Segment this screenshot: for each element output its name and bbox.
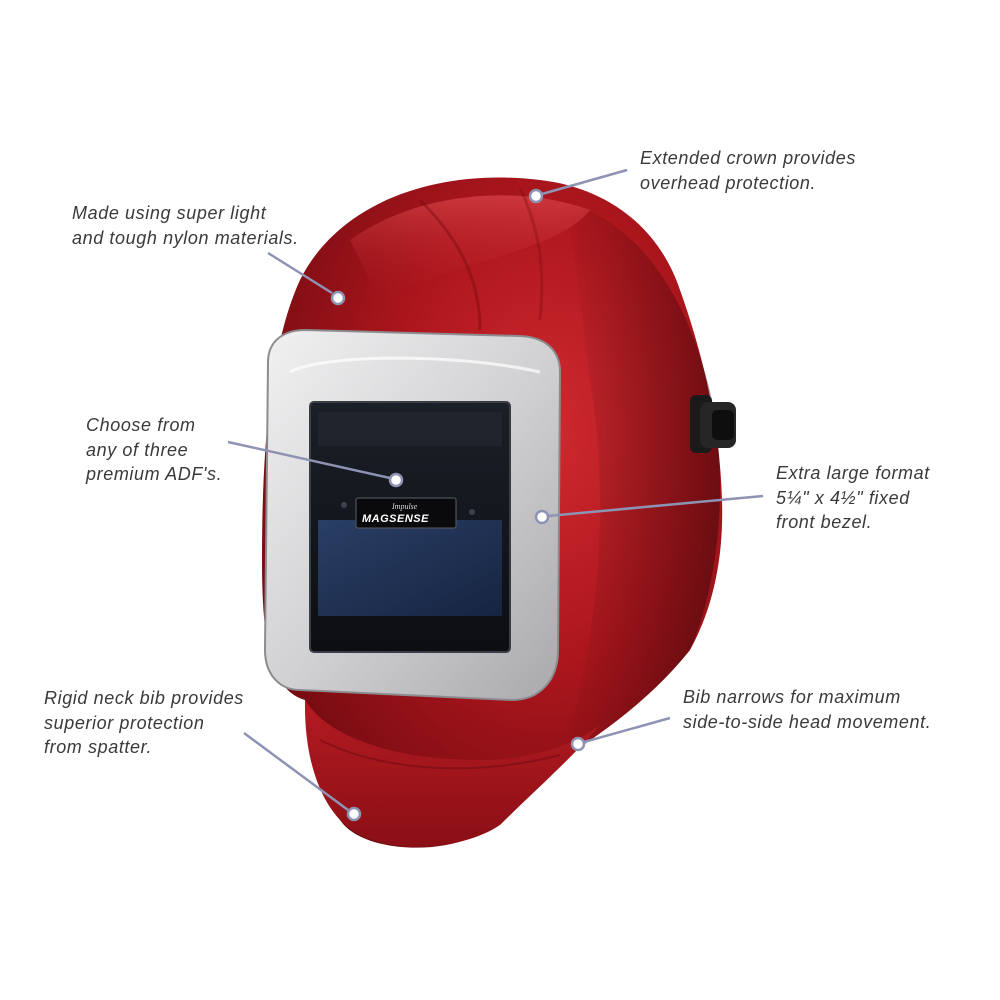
adf-sensor-left: [341, 502, 347, 508]
leader-line-crown: [541, 168, 628, 196]
logo-brand-small: Impulse: [391, 502, 418, 511]
callout-line: Bib narrows for maximum: [683, 687, 901, 707]
crown-highlight: [350, 195, 590, 300]
leader-line-material: [267, 251, 333, 295]
callout-adf-choice: Choose from any of three premium ADF's.: [86, 413, 222, 487]
callout-front-bezel: Extra large format 5¼" x 4½" fixed front…: [776, 461, 930, 535]
adf-viewing-area: [318, 520, 502, 616]
callout-line: front bezel.: [776, 512, 873, 532]
callout-line: from spatter.: [44, 737, 153, 757]
leader-line-bezel: [547, 494, 764, 518]
helmet-side-shading: [560, 200, 721, 760]
headgear-knob: [690, 395, 736, 453]
callout-bib-narrows: Bib narrows for maximum side-to-side hea…: [683, 685, 931, 734]
callout-neck-bib: Rigid neck bib provides superior protect…: [44, 686, 244, 760]
callout-line: overhead protection.: [640, 172, 817, 193]
callout-line: any of three: [86, 439, 189, 460]
leader-markers: [330, 188, 586, 822]
callout-line: Extended crown provides: [640, 148, 856, 168]
marker-adf: [388, 472, 404, 488]
callout-line: Rigid neck bib provides: [44, 688, 244, 708]
bib-edge: [319, 739, 561, 770]
neck-bib: [304, 700, 600, 847]
marker-bezel: [534, 509, 550, 525]
leader-line-adf: [227, 440, 391, 480]
leader-line-bib: [243, 731, 349, 812]
callout-line: side-to-side head movement.: [683, 711, 932, 732]
callout-line: Made using super light: [72, 203, 267, 223]
callout-line: superior protection: [44, 712, 205, 733]
magsense-logo: Impulse MAGSENSE: [355, 497, 457, 529]
callout-extended-crown: Extended crown provides overhead protect…: [640, 146, 856, 195]
leader-line-narrow: [583, 716, 671, 744]
callout-line: premium ADF's.: [86, 464, 223, 484]
crown-ridge: [418, 198, 482, 331]
marker-bib: [346, 806, 362, 822]
marker-crown: [528, 188, 544, 204]
logo-brand-main: MAGSENSE: [362, 513, 429, 525]
adf-sensor-right: [469, 509, 475, 515]
callout-line: Choose from: [86, 415, 196, 435]
marker-narrow: [570, 736, 586, 752]
bezel-inner-rim: [289, 356, 541, 374]
callout-nylon-material: Made using super light and tough nylon m…: [72, 201, 299, 250]
leader-lines: [227, 168, 764, 812]
marker-material: [330, 290, 346, 306]
callout-line: and tough nylon materials.: [72, 227, 299, 248]
callout-line: Extra large format: [776, 463, 930, 483]
adf-sensor-strip: [318, 412, 502, 446]
callout-line: 5¼" x 4½" fixed: [776, 487, 910, 508]
crown-ridge-2: [518, 187, 544, 321]
